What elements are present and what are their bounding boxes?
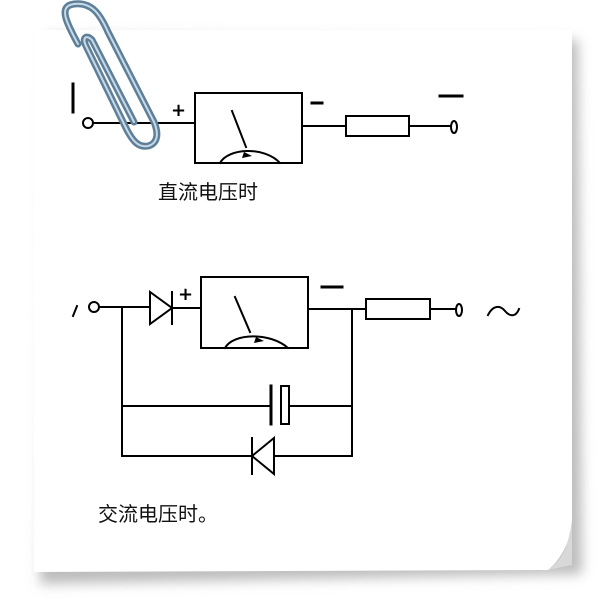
dc-meter-dial-mark <box>242 152 252 158</box>
ac-meter-dial-mark <box>254 337 264 343</box>
dc-output-terminal <box>450 120 458 134</box>
dc-meter-box <box>194 92 303 164</box>
ac-circuit: + <box>71 276 521 477</box>
ac-meter-dial <box>223 335 290 350</box>
ac-tilde-sign <box>486 305 521 317</box>
dc-meter-dial <box>218 150 282 165</box>
paper-curl <box>548 520 572 570</box>
dc-circuit: + <box>71 82 464 165</box>
dc-resistor <box>345 115 410 137</box>
dc-meter-needle <box>230 109 248 149</box>
ac-meter-needle <box>233 295 252 334</box>
ac-meter-plus-sign: + <box>178 284 193 305</box>
ac-output-terminal <box>455 303 463 317</box>
dc-meter-plus-sign: + <box>171 100 186 121</box>
dc-caption: 直流电压时 <box>158 180 258 204</box>
ac-caption: 交流电压时。 <box>98 502 218 526</box>
ac-resistor <box>365 298 431 320</box>
paperclip <box>61 0 161 150</box>
ac-left-tick <box>71 304 79 318</box>
